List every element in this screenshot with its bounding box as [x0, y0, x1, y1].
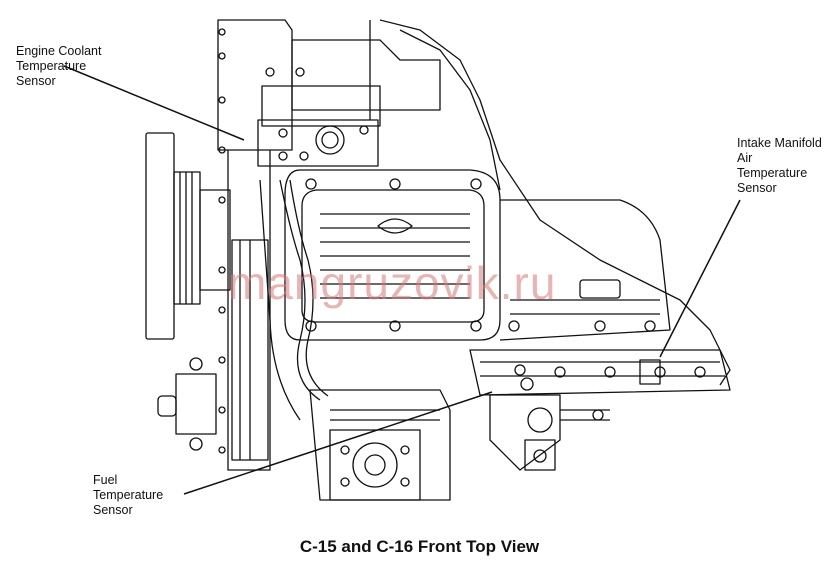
intake-leader-line — [659, 199, 741, 358]
coolant-leader-line — [63, 65, 245, 141]
fuel-leader-line — [183, 391, 493, 495]
watermark: mangruzovik.ru — [228, 257, 557, 309]
coolant-tubes — [259, 179, 329, 421]
label-line: Air — [737, 151, 753, 165]
front-cover — [217, 19, 293, 471]
label-line: Sensor — [93, 503, 133, 517]
label-line: Fuel — [93, 473, 118, 487]
figure-caption: C-15 and C-16 Front Top View — [299, 537, 540, 556]
valve-cover-rear — [499, 199, 671, 341]
fuel-pump-assembly — [309, 389, 451, 501]
crankshaft-pulley — [145, 132, 231, 340]
fuel-transfer-pump — [489, 394, 610, 471]
engine-coolant-temperature-sensor-label: Engine Coolant Temperature Sensor — [16, 44, 101, 89]
thermostat-housing — [257, 39, 441, 167]
intake-manifold-air-temperature-sensor-label: Intake Manifold Air Temperature Sensor — [737, 136, 822, 196]
label-line: Sensor — [737, 181, 777, 195]
engine-body-outline — [369, 19, 731, 386]
label-line: Temperature — [93, 488, 164, 502]
label-line: Engine Coolant — [16, 44, 102, 58]
fuel-temperature-sensor-label: Fuel Temperature Sensor — [93, 473, 163, 518]
intake-manifold — [469, 349, 731, 396]
label-line: Sensor — [16, 74, 56, 88]
valve-cover-front — [284, 169, 501, 341]
label-line: Temperature — [737, 166, 808, 180]
label-line: Temperature — [16, 59, 87, 73]
label-line: Intake Manifold — [737, 136, 822, 150]
left-bracket — [157, 357, 217, 451]
